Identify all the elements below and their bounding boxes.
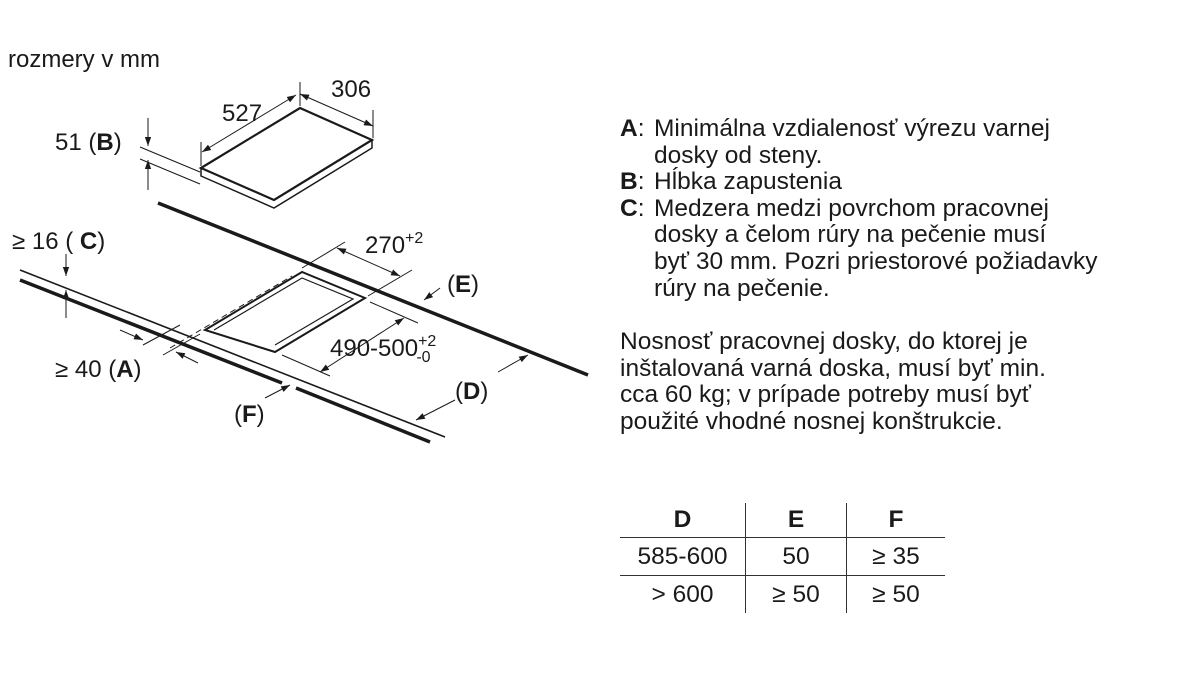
a-dimension-label: ≥ 40 (A) <box>55 356 142 383</box>
cutout-dimensions <box>62 241 529 421</box>
hob-dimensions <box>139 82 374 190</box>
table-row: 585-600 50 ≥ 35 <box>620 537 945 576</box>
table-header: D E F <box>620 503 945 538</box>
d-label: (D) <box>455 378 488 405</box>
f-label: (F) <box>234 401 265 428</box>
c-dimension-label: ≥ 16 ( C) <box>12 228 105 255</box>
clearance-table: D E F 585-600 50 ≥ 35 > 600 ≥ 50 ≥ 50 <box>620 503 945 613</box>
e-label: (E) <box>447 271 479 298</box>
load-capacity-note: Nosnosť pracovnej dosky, do ktorej je in… <box>620 328 1046 435</box>
legend-item-b: B: Hĺbka zapustenia <box>620 168 842 196</box>
cutout-depth-label: 490-500+2-0 <box>330 333 436 366</box>
units-label: rozmery v mm <box>8 46 160 73</box>
table-row: > 600 ≥ 50 ≥ 50 <box>620 575 945 613</box>
countertop <box>19 201 589 444</box>
hob-width-label: 306 <box>331 76 371 103</box>
recess-depth-label: 51 (B) <box>55 129 122 156</box>
cutout-width-label: 270+2 <box>365 230 423 259</box>
hob-depth-label: 527 <box>222 100 262 127</box>
